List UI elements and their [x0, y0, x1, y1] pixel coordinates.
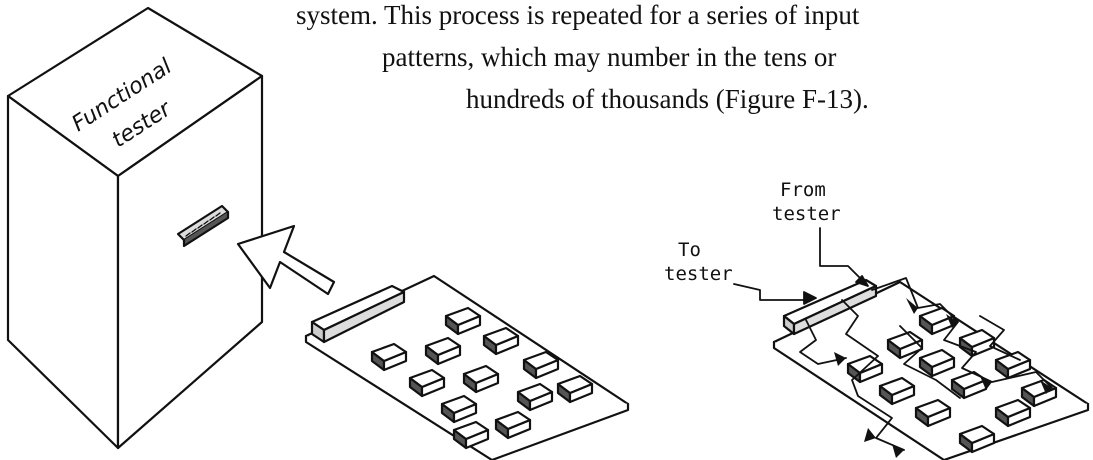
insert-arrow [236, 224, 336, 296]
left-chip-7 [462, 364, 500, 394]
right-chips-group [846, 306, 1058, 454]
from-tester-label-line-2: tester [772, 203, 841, 225]
right-chip-2 [886, 330, 924, 360]
left-chip-6 [408, 368, 446, 398]
to-tester-label-line-2: tester [664, 263, 733, 285]
left-chip-8 [516, 382, 554, 412]
to-tester-lead [733, 283, 817, 305]
right-chip-1 [918, 306, 956, 336]
left-chip-12 [452, 420, 490, 450]
left-chip-10 [440, 394, 478, 424]
body-text-line-1: system. This process is repeated for a s… [296, 0, 860, 30]
right-chip-5 [918, 348, 956, 378]
right-chip-10 [914, 398, 952, 428]
left-chip-3 [424, 336, 462, 366]
right-chip-11 [994, 398, 1032, 428]
left-chip-11 [494, 410, 532, 440]
left-chip-2 [370, 342, 408, 372]
from-tester-label-line-1: From [780, 179, 826, 201]
left-chip-5 [522, 350, 560, 380]
signal-arrowheads [834, 298, 1052, 458]
left-chip-1 [444, 306, 482, 336]
left-chip-9 [556, 374, 594, 404]
from-tester-lead [819, 227, 869, 287]
body-text-line-3: hundreds of thousands (Figure F-13). [466, 84, 869, 114]
left-chips-group [370, 306, 594, 450]
functional-tester-box: Functional tester [6, 6, 264, 450]
tester-slot [176, 204, 230, 248]
right-chip-4 [846, 354, 884, 384]
right-chip-12 [958, 424, 996, 454]
to-tester-label-line-1: To [678, 239, 701, 261]
right-chip-7 [878, 376, 916, 406]
body-text-line-2: patterns, which may number in the tens o… [382, 42, 837, 72]
signal-traces [799, 277, 1053, 451]
left-chip-4 [482, 326, 520, 356]
